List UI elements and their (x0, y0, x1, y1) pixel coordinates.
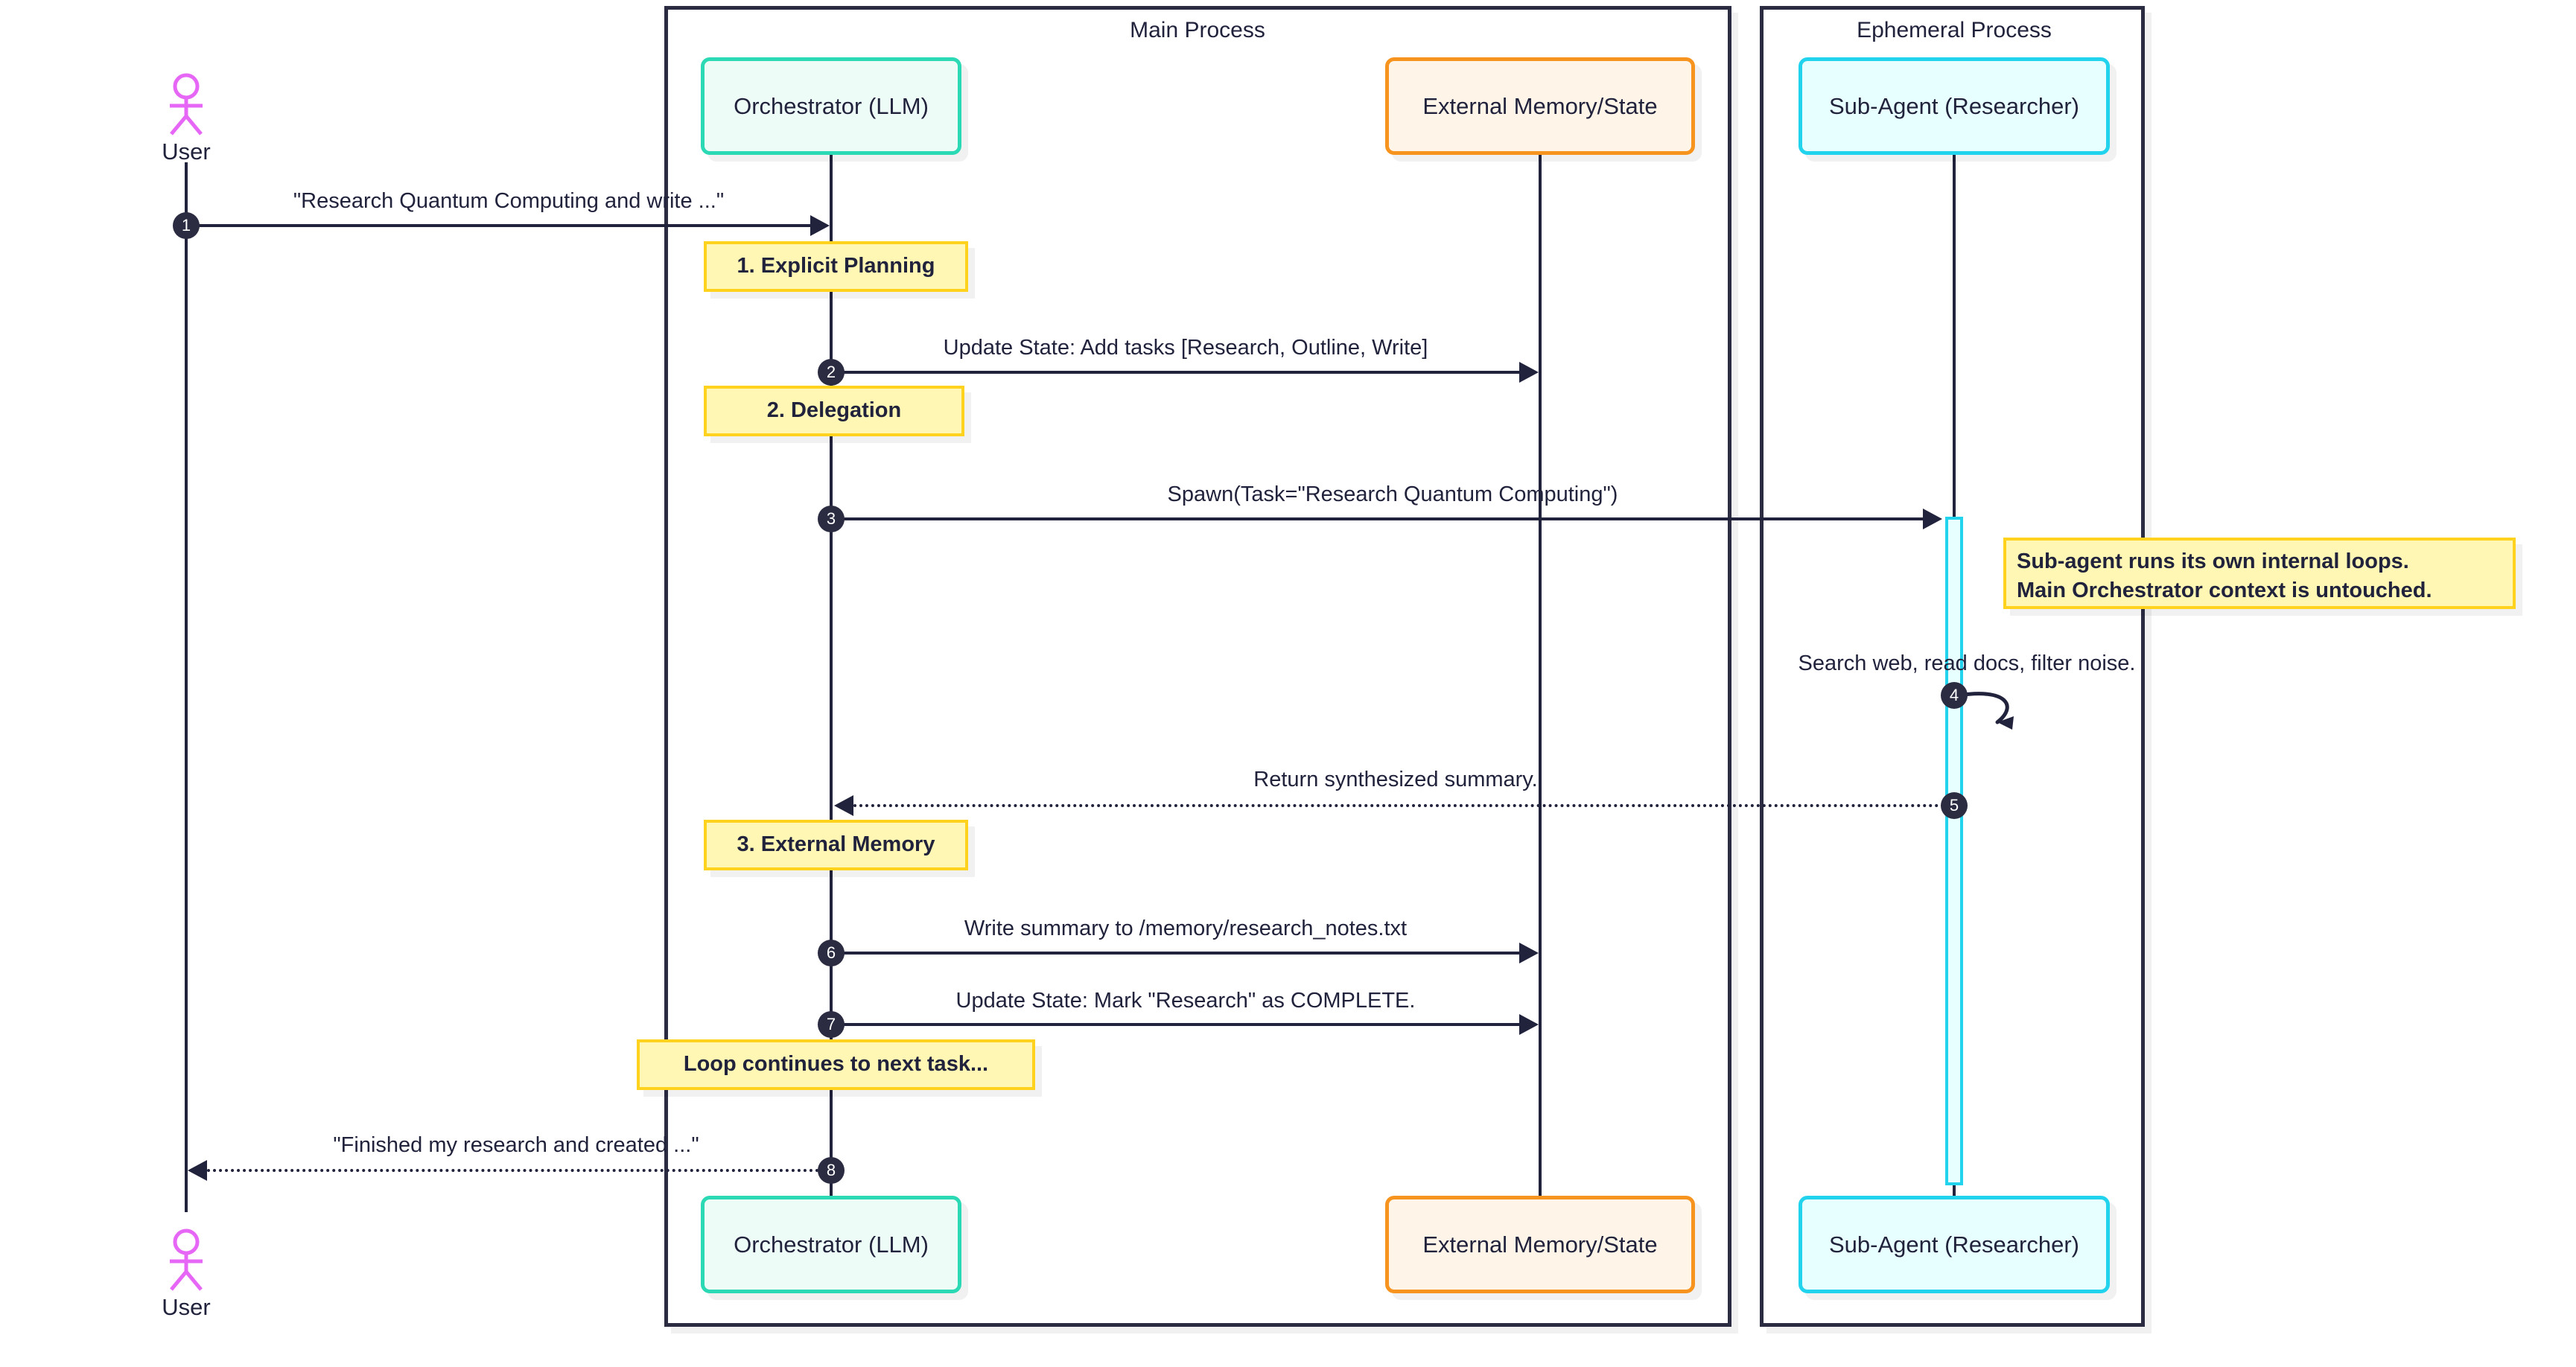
note-explicit-planning: 1. Explicit Planning (704, 241, 968, 292)
message-selfloop-4 (1954, 689, 2044, 734)
note-delegation: 2. Delegation (704, 386, 964, 436)
message-line-8 (207, 1169, 825, 1172)
actor-label-user-top: User (162, 138, 211, 165)
participant-box-subagent-top[interactable]: Sub-Agent (Researcher) (1799, 57, 2110, 155)
sequence-badge-4: 4 (1941, 682, 1968, 709)
message-label-6: Write summary to /memory/research_notes.… (964, 917, 1408, 940)
actor-user-icon-top (156, 73, 216, 137)
lifeline-memory (1539, 155, 1542, 1196)
note-subagent-line-1: Main Orchestrator context is untouched. (2017, 579, 2432, 602)
participant-box-subagent-bottom[interactable]: Sub-Agent (Researcher) (1799, 1196, 2110, 1293)
message-label-4: Search web, read docs, filter noise. (1798, 651, 2136, 675)
user-stick-figure-icon (170, 1229, 203, 1291)
message-label-3: Spawn(Task="Research Quantum Computing") (1167, 482, 1618, 506)
lifeline-orchestrator (830, 155, 833, 1196)
participant-box-orchestrator-top[interactable]: Orchestrator (LLM) (701, 57, 961, 155)
message-label-8: "Finished my research and created ..." (333, 1133, 699, 1157)
note-explicit-planning-line-0: 1. Explicit Planning (737, 254, 935, 278)
note-loop-continues-line-0: Loop continues to next task... (683, 1052, 989, 1077)
message-line-2 (831, 371, 1521, 374)
message-arrowhead-3 (1923, 509, 1942, 529)
sequence-badge-1: 1 (173, 212, 200, 239)
group-box-main-process (664, 6, 1731, 1327)
message-arrowhead-7 (1519, 1014, 1539, 1035)
note-delegation-line-0: 2. Delegation (766, 398, 902, 423)
participant-box-memory-top[interactable]: External Memory/State (1385, 57, 1695, 155)
actor-user-icon-bottom (156, 1229, 216, 1293)
message-arrowhead-2 (1519, 362, 1539, 383)
sequence-badge-5: 5 (1941, 792, 1968, 819)
message-line-1 (186, 224, 812, 227)
sequence-badge-3: 3 (818, 506, 845, 532)
message-arrowhead-6 (1519, 943, 1539, 963)
message-arrowhead-8 (188, 1160, 207, 1181)
participant-box-memory-bottom[interactable]: External Memory/State (1385, 1196, 1695, 1293)
sequence-badge-2: 2 (818, 359, 845, 386)
sequence-badge-8: 8 (818, 1157, 845, 1184)
sequence-badge-6: 6 (818, 940, 845, 966)
note-subagent-internal-loops: Sub-agent runs its own internal loops. M… (2003, 538, 2516, 609)
message-arrowhead-5 (834, 795, 853, 816)
participant-box-orchestrator-bottom[interactable]: Orchestrator (LLM) (701, 1196, 961, 1293)
group-title-main-process: Main Process (1130, 18, 1265, 42)
message-line-3 (831, 517, 1924, 520)
message-label-7: Update State: Mark "Research" as COMPLET… (955, 989, 1416, 1013)
activation-bar-subagent (1945, 517, 1963, 1185)
group-title-ephemeral-process: Ephemeral Process (1857, 18, 2052, 42)
sequence-badge-7: 7 (818, 1011, 845, 1038)
message-line-7 (831, 1023, 1521, 1026)
note-external-memory-line-0: 3. External Memory (737, 832, 935, 857)
note-subagent-line-0: Sub-agent runs its own internal loops. (2017, 549, 2409, 573)
note-loop-continues: Loop continues to next task... (637, 1039, 1035, 1090)
message-line-5 (853, 804, 1945, 807)
message-label-5: Return synthesized summary. (1253, 768, 1538, 791)
message-line-6 (831, 952, 1521, 955)
user-stick-figure-icon (170, 73, 203, 136)
message-label-1: "Research Quantum Computing and write ..… (293, 189, 725, 213)
actor-label-user-bottom: User (162, 1294, 211, 1320)
message-arrowhead-1 (810, 215, 830, 236)
message-label-2: Update State: Add tasks [Research, Outli… (943, 336, 1428, 360)
lifeline-user (185, 162, 188, 1212)
note-external-memory: 3. External Memory (704, 820, 968, 870)
